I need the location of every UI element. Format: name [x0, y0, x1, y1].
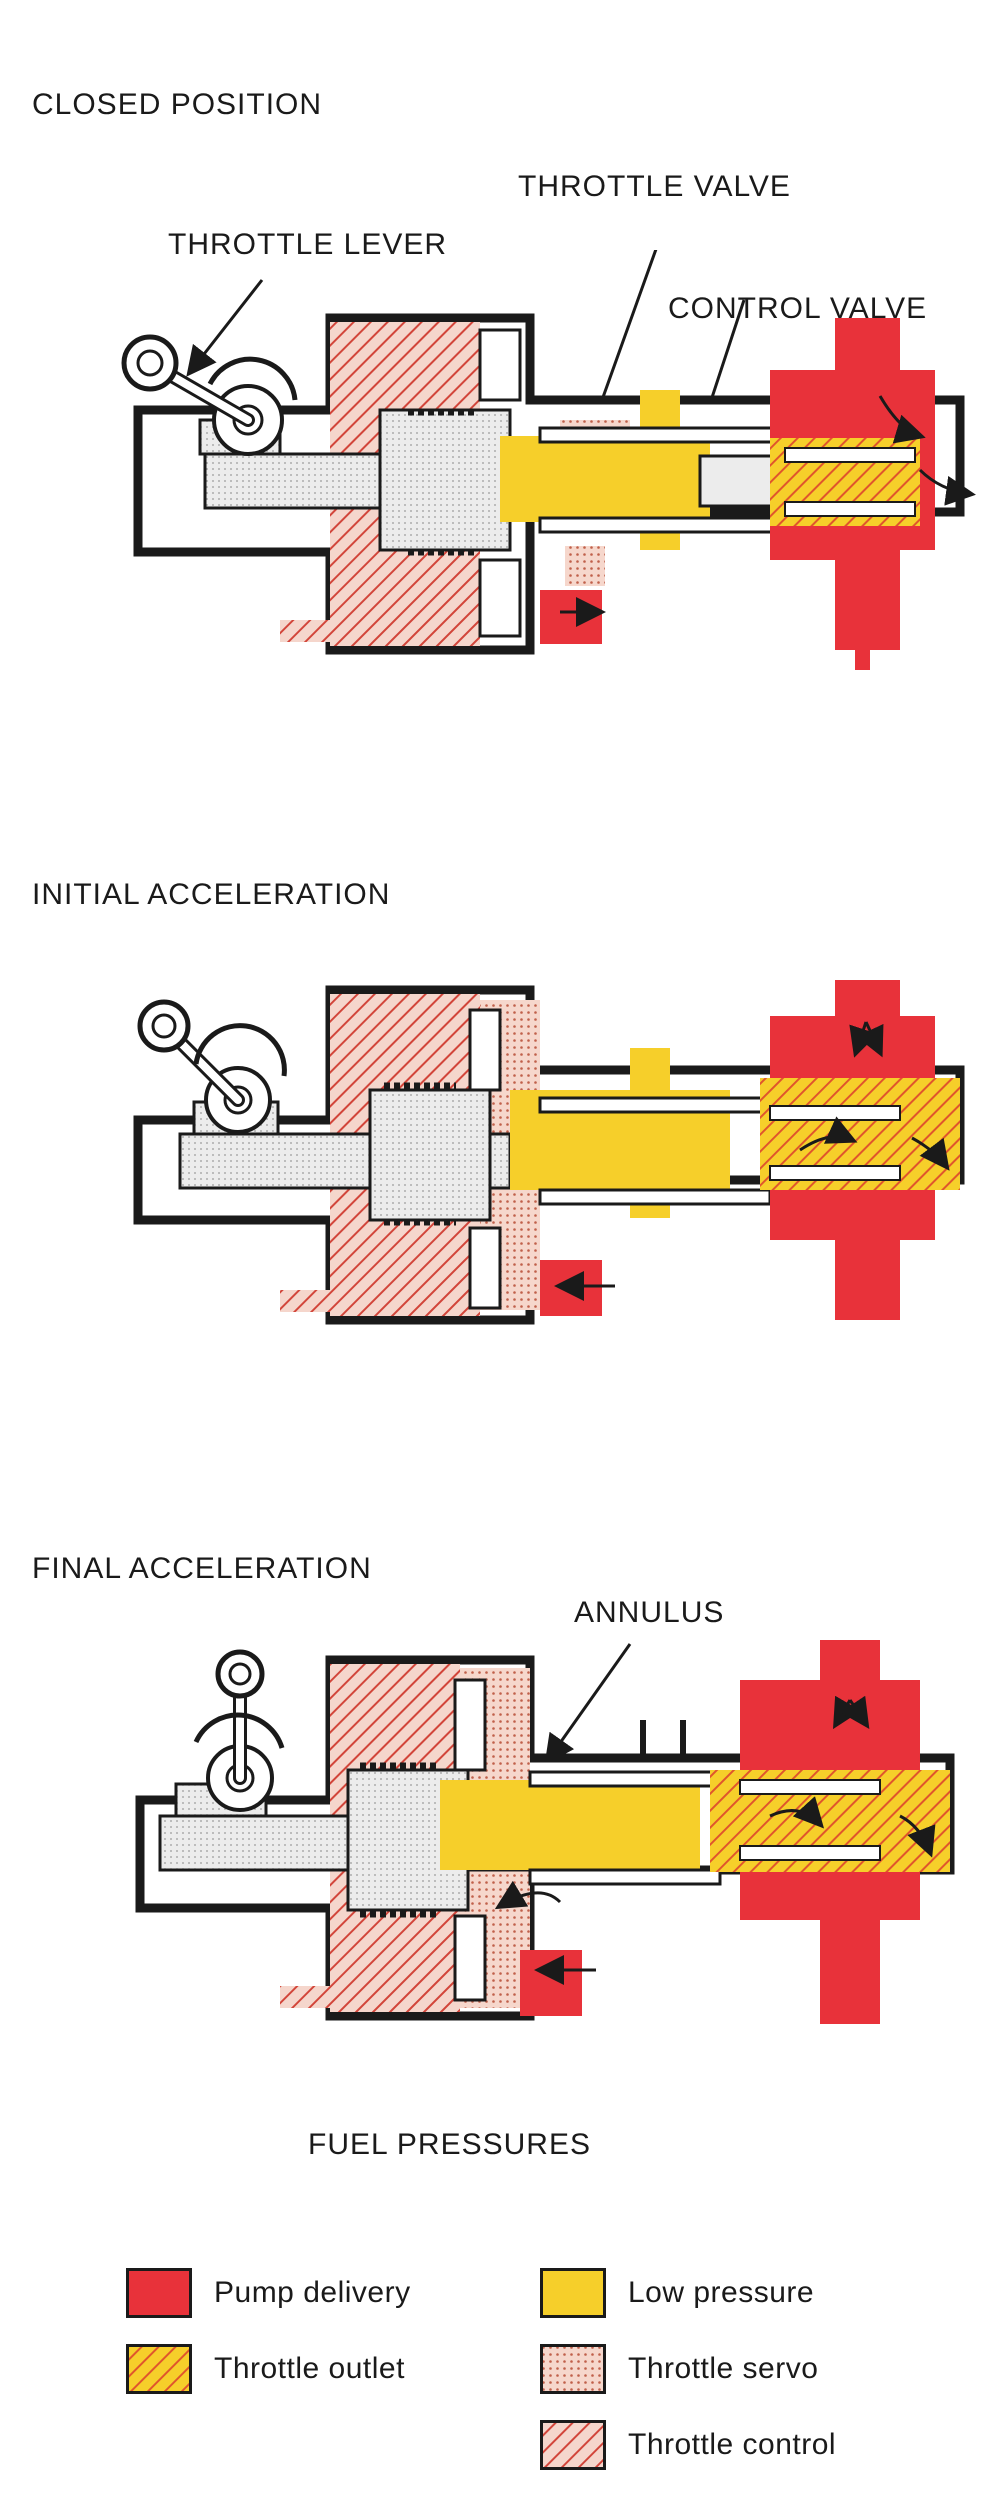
legend-item-throttle-servo: Throttle servo — [540, 2344, 818, 2394]
flow-arrow-inlet-right — [856, 1021, 884, 1058]
valve-stop-1 — [640, 1720, 646, 1756]
throttle-control-port — [280, 1290, 330, 1312]
throttle-control-port — [280, 1986, 330, 2008]
flow-arrow-outlet-2 — [918, 468, 976, 506]
gear-housing-arc — [193, 1023, 287, 1077]
valve-slot-lower — [538, 516, 782, 534]
legend-label: Throttle control — [628, 2428, 837, 2461]
low-pressure-region — [440, 1780, 700, 1870]
swatch-throttle-servo — [540, 2344, 606, 2394]
throttle-control-port — [280, 620, 330, 642]
valve-slot-upper — [538, 1096, 772, 1114]
valve-slot-lower — [528, 1868, 722, 1886]
legend-label: Low pressure — [628, 2276, 815, 2309]
piston-flange — [478, 328, 522, 402]
flow-arrow-outlet-1 — [878, 395, 926, 444]
valve-slot-upper — [538, 426, 782, 444]
flow-arrow-outlet-1 — [769, 1796, 825, 1829]
flow-arrow-inlet-right — [840, 1695, 870, 1729]
piston — [368, 1088, 492, 1222]
callout-throttle-valve: THROTTLE VALVE — [518, 170, 791, 203]
flow-arrow-outlet-2 — [911, 1136, 950, 1171]
valve-slot-lower — [538, 1188, 772, 1206]
legend-title: FUEL PRESSURES — [308, 2128, 591, 2161]
callout-annulus: ANNULUS — [574, 1596, 725, 1629]
outlet-slot-upper — [769, 1105, 901, 1121]
gear-housing-arc — [207, 356, 298, 401]
piston-flange-lower — [478, 558, 522, 638]
swatch-pump-delivery — [126, 2268, 192, 2318]
pump-delivery-branch — [540, 1260, 602, 1316]
diagram-closed-position — [121, 250, 976, 670]
legend-item-throttle-control: Throttle control — [540, 2420, 836, 2470]
leader-throttle-lever — [186, 279, 264, 377]
outlet-slot-lower — [739, 1845, 881, 1861]
swatch-low-pressure — [540, 2268, 606, 2318]
pump-delivery-branch — [520, 1950, 582, 2016]
piston-flange — [453, 1678, 487, 1772]
pump-delivery-branch — [540, 590, 602, 644]
piston — [378, 408, 512, 552]
legend-label: Throttle outlet — [214, 2352, 405, 2385]
diagram-initial-acceleration — [133, 980, 965, 1325]
piston-flange — [468, 1008, 502, 1092]
section-title-closed-position: CLOSED POSITION — [32, 88, 323, 121]
swatch-throttle-outlet — [126, 2344, 192, 2394]
outlet-slot-upper — [739, 1779, 881, 1795]
section-title-initial-acceleration: INITIAL ACCELERATION — [32, 878, 391, 911]
valve-slot-upper — [528, 1770, 722, 1788]
piston-flange-lower — [468, 1226, 502, 1310]
callout-throttle-lever: THROTTLE LEVER — [168, 228, 448, 261]
legend-label: Throttle servo — [628, 2352, 819, 2385]
diagram-final-acceleration — [135, 1640, 955, 2024]
annulus-region — [500, 1754, 520, 1774]
servo-passage — [565, 546, 605, 586]
flow-arrow-outlet-1 — [799, 1116, 858, 1152]
piston-flange-lower — [453, 1914, 487, 2002]
legend-item-low-pressure: Low pressure — [540, 2268, 814, 2318]
legend-item-pump-delivery: Pump delivery — [126, 2268, 411, 2318]
flow-arrow-outlet-2 — [899, 1814, 936, 1858]
valve-stop-2 — [680, 1720, 686, 1756]
section-title-final-acceleration: FINAL ACCELERATION — [32, 1552, 372, 1585]
outlet-slot-upper — [784, 447, 916, 463]
outlet-slot-lower — [784, 501, 916, 517]
legend-label: Pump delivery — [214, 2276, 411, 2309]
outlet-slot-lower — [769, 1165, 901, 1181]
flow-arrow-servo — [494, 1880, 562, 1910]
gear-housing-arc — [193, 1712, 285, 1749]
swatch-throttle-control — [540, 2420, 606, 2470]
leader-annulus — [544, 1643, 632, 1765]
legend-item-throttle-outlet: Throttle outlet — [126, 2344, 405, 2394]
